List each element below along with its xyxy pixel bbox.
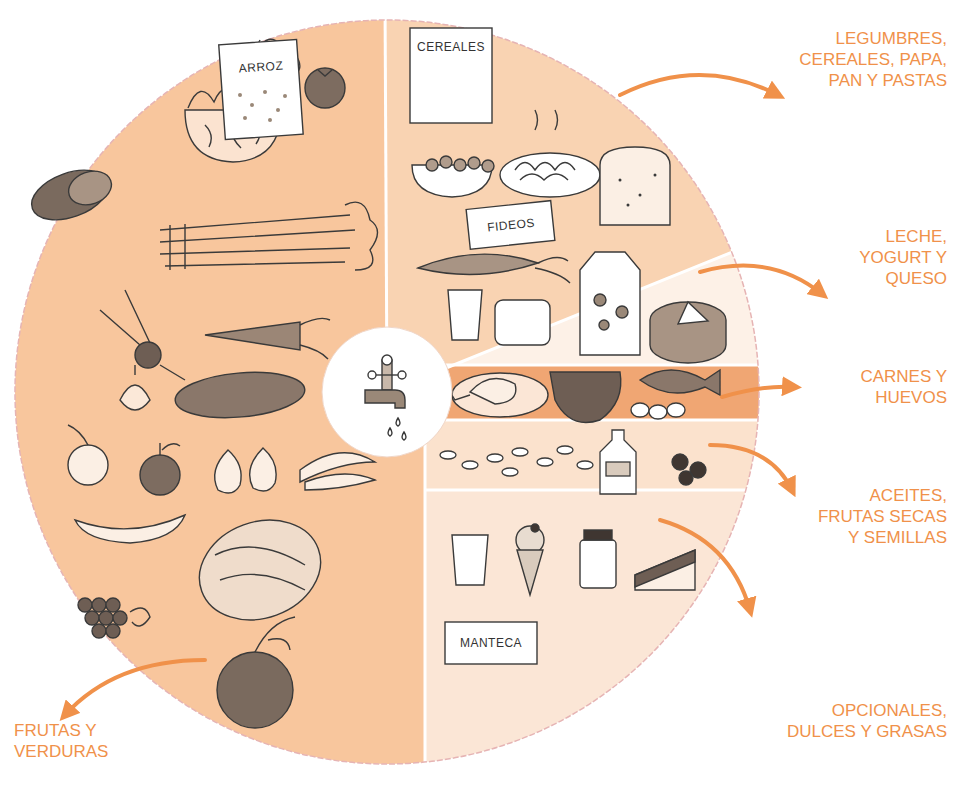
oils-sketch (440, 430, 706, 494)
package-text: MANTECA (447, 636, 535, 650)
group-label: CARNES Y HUEVOS (842, 366, 947, 408)
grains-sketch (219, 28, 670, 283)
group-label: ACEITES, FRUTAS SECAS Y SEMILLAS (805, 485, 947, 548)
faucet-icon (365, 355, 406, 440)
dairy-sketch (448, 252, 726, 363)
pointer-arrows (65, 75, 822, 715)
package-text: CEREALES (412, 40, 490, 54)
group-label: FRUTAS Y VERDURAS (14, 720, 124, 762)
group-label: OPCIONALES, DULCES Y GRASAS (772, 700, 947, 742)
group-label: LEGUMBRES, CEREALES, PAPA, PAN Y PASTAS (765, 28, 947, 91)
meat-sketch (450, 370, 720, 423)
sweets-sketch (445, 524, 695, 664)
group-label: LECHE, YOGURT Y QUESO (842, 226, 947, 289)
